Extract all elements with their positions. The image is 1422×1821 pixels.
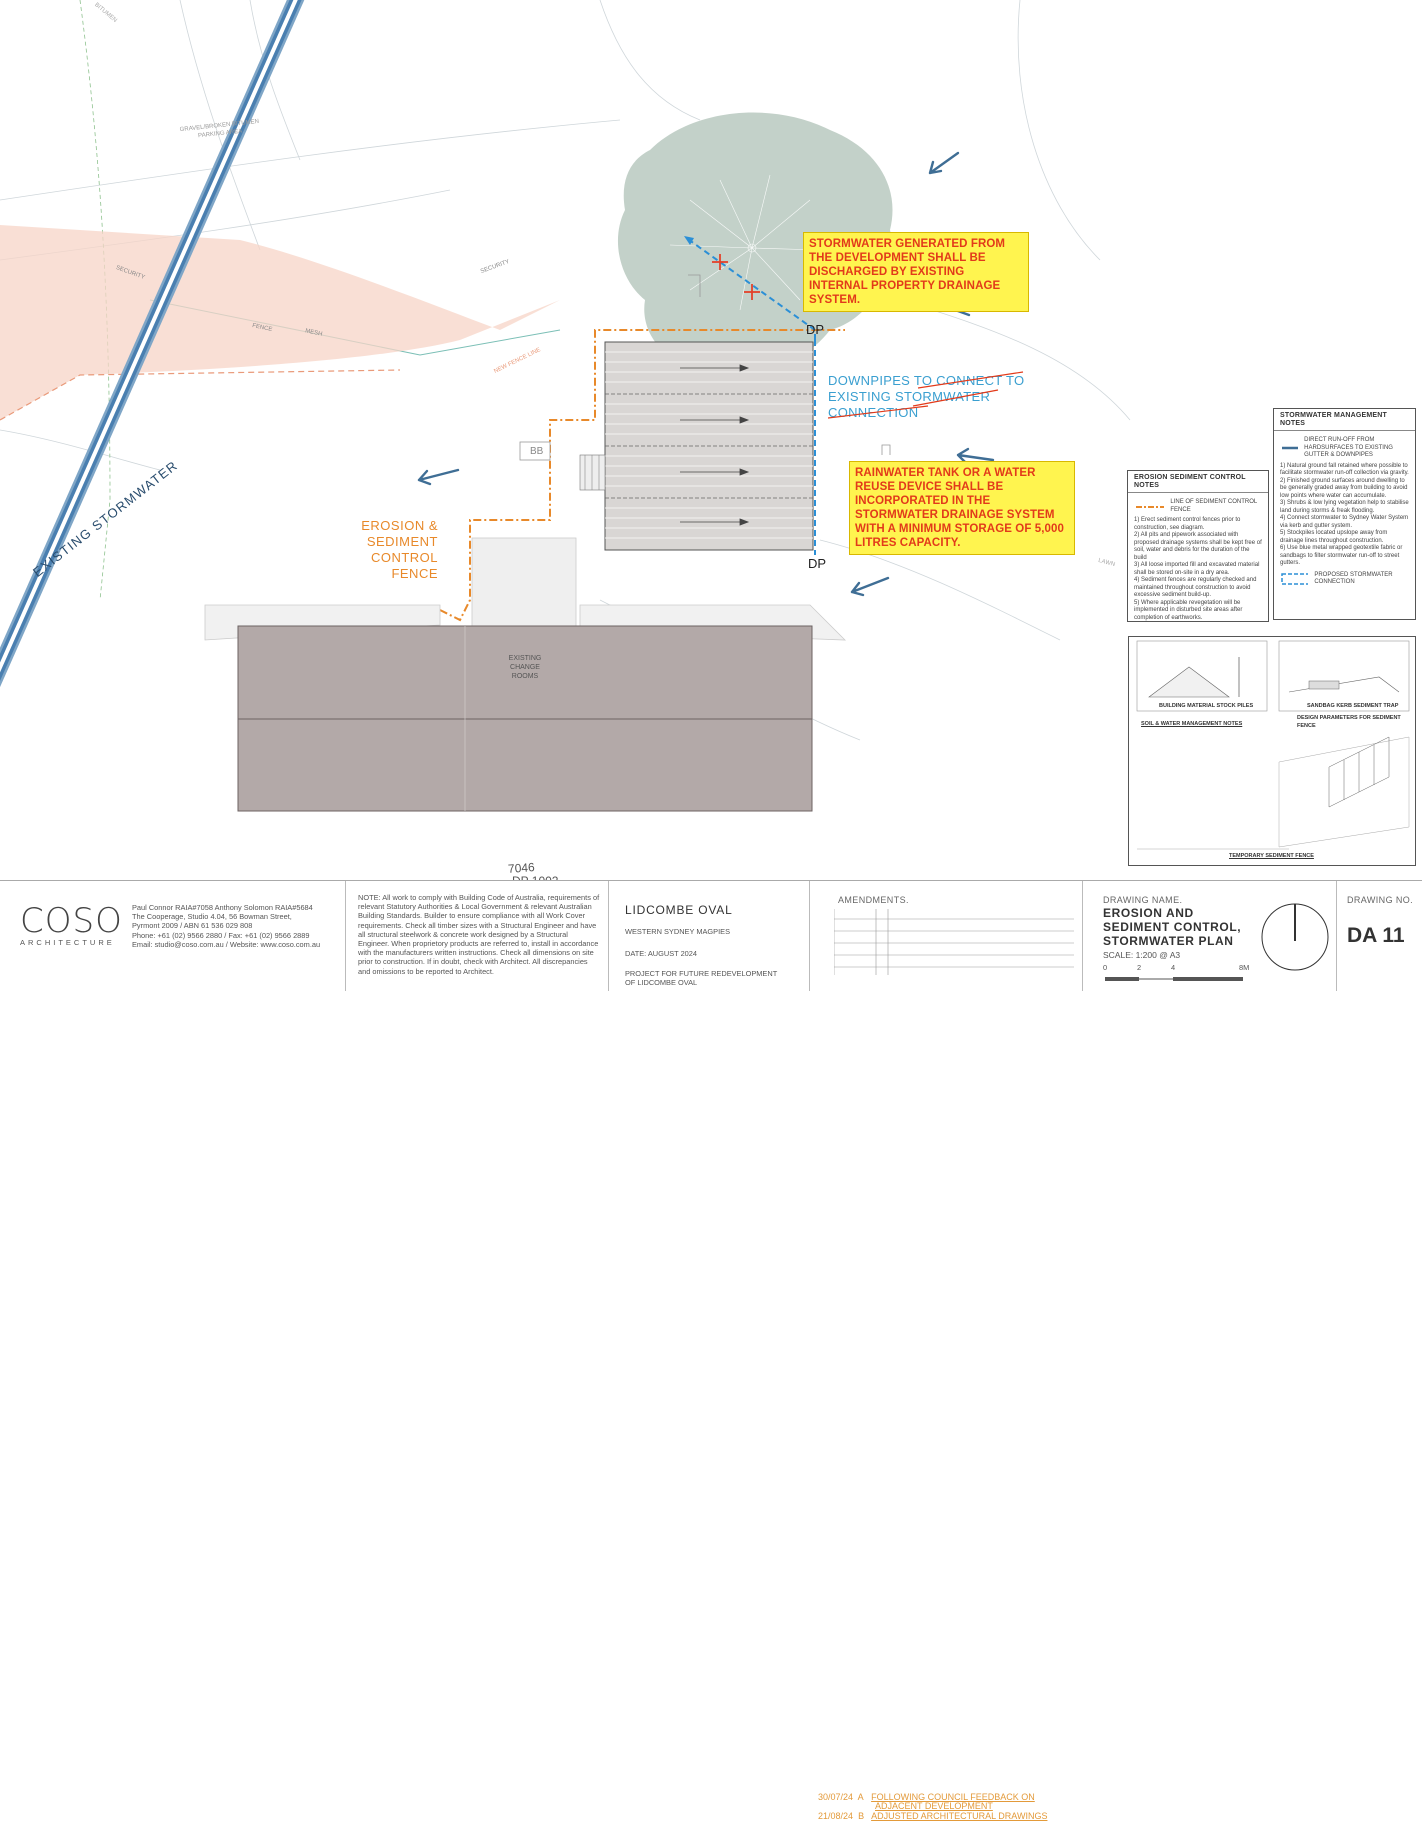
amendments-label: AMENDMENTS. bbox=[838, 895, 909, 905]
title-block-drawing-no: DRAWING NO. DA 11 bbox=[1337, 881, 1422, 991]
project-description: PROJECT FOR FUTURE REDEVELOPMENT OF LIDC… bbox=[625, 969, 778, 988]
general-note: NOTE: All work to comply with Building C… bbox=[358, 893, 600, 976]
scale-bar-labels: 0 2 4 8M bbox=[1103, 963, 1250, 972]
erosion-note-3: 3) All loose imported fill and excavated… bbox=[1134, 562, 1260, 576]
proposed-connection-legend-label: PROPOSED STORMWATER CONNECTION bbox=[1314, 571, 1393, 586]
coso-logo: COSO bbox=[20, 901, 123, 941]
title-block-amendments: AMENDMENTS. bbox=[810, 881, 1083, 991]
pipe-cross-marks bbox=[712, 254, 760, 300]
bin-enclosure bbox=[519, 441, 551, 461]
drawing-name-label: DRAWING NAME. bbox=[1103, 895, 1183, 905]
bin-label: BB bbox=[530, 446, 544, 457]
kerb-trap-label: SANDBAG KERB SEDIMENT TRAP bbox=[1307, 703, 1399, 709]
setback-zone bbox=[0, 225, 560, 420]
sediment-fence-legend-icon bbox=[1136, 505, 1165, 508]
stormwater-note-5: 5) Stockpiles located upslope away from … bbox=[1280, 530, 1388, 544]
erosion-note-5: 5) Where applicable revegetation will be… bbox=[1134, 599, 1243, 621]
sediment-details-panel: BUILDING MATERIAL STOCK PILES SANDBAG KE… bbox=[1128, 636, 1416, 866]
dp-number: DP 1002 bbox=[512, 874, 558, 880]
drawing-no-label: DRAWING NO. bbox=[1347, 895, 1414, 905]
callout-rainwater-tank: RAINWATER TANK OR A WATER REUSE DEVICE S… bbox=[849, 461, 1075, 555]
erosion-note-2: 2) All pits and pipework associated with… bbox=[1134, 532, 1262, 561]
callout-stormwater-discharge: STORMWATER GENERATED FROM THE DEVELOPMEN… bbox=[803, 232, 1029, 312]
downpipes-label: DOWNPIPES TO CONNECT TO EXISTING STORMWA… bbox=[828, 373, 1025, 420]
run-off-arrow-label: DIRECT RUN-OFF FROM HARDSURFACES TO EXIS… bbox=[1304, 437, 1393, 458]
erosion-notes-panel: EROSION SEDIMENT CONTROL NOTES LINE OF S… bbox=[1127, 470, 1269, 622]
stormwater-notes-panel: STORMWATER MANAGEMENT NOTES DIRECT RUN-O… bbox=[1273, 408, 1416, 620]
title-block-project: LIDCOMBE OVAL WESTERN SYDNEY MAGPIES DAT… bbox=[609, 881, 810, 991]
existing-stormwater-pipe bbox=[0, 0, 305, 688]
design-params-label: DESIGN PARAMETERS FOR SEDIMENT FENCE bbox=[1297, 715, 1401, 729]
title-block-drawing-name: DRAWING NAME. EROSION AND SEDIMENT CONTR… bbox=[1083, 881, 1337, 991]
boundary-line bbox=[79, 0, 111, 601]
erosion-fence-label: EROSION & SEDIMENT CONTROL FENCE bbox=[361, 518, 438, 581]
roof-fall-arrows bbox=[680, 364, 750, 526]
client-name: WESTERN SYDNEY MAGPIES bbox=[625, 927, 730, 936]
setback-boundary bbox=[0, 369, 401, 421]
stormwater-notes-title: STORMWATER MANAGEMENT NOTES bbox=[1274, 409, 1415, 431]
strikethrough-lines bbox=[828, 371, 1024, 419]
sediment-details-drawing bbox=[1136, 640, 1410, 850]
stormwater-note-2: 2) Finished ground surfaces around dwell… bbox=[1280, 477, 1408, 499]
north-arrow-icon bbox=[1261, 903, 1329, 971]
title-block-note: NOTE: All work to comply with Building C… bbox=[346, 881, 609, 991]
sediment-fence-legend-label: LINE OF SEDIMENT CONTROL FENCE bbox=[1170, 499, 1258, 513]
erosion-notes-title: EROSION SEDIMENT CONTROL NOTES bbox=[1128, 471, 1268, 493]
coso-logo-sub: ARCHITECTURE bbox=[20, 938, 115, 947]
proposed-stormwater-connection bbox=[684, 236, 816, 555]
stormwater-note-4: 4) Connect stormwater to Sydney Water Sy… bbox=[1280, 515, 1409, 529]
stormwater-note-6: 6) Use blue metal wrapped geotextile fab… bbox=[1280, 545, 1403, 566]
stormwater-note-3: 3) Shrubs & low lying vegetation help to… bbox=[1280, 500, 1409, 514]
scale-bar bbox=[1105, 977, 1243, 981]
amendments-grid bbox=[834, 909, 1074, 975]
title-block-office: COSO ARCHITECTURE Paul Connor RAIA#7058 … bbox=[0, 881, 346, 991]
drawing-scale: SCALE: 1:200 @ A3 bbox=[1103, 950, 1181, 960]
drawing-name: EROSION AND SEDIMENT CONTROL, STORMWATER… bbox=[1103, 906, 1242, 948]
soil-notes-title: SOIL & WATER MANAGEMENT NOTES bbox=[1141, 721, 1243, 727]
erosion-note-1: 1) Erect sediment control fences prior t… bbox=[1134, 517, 1241, 531]
project-title: LIDCOMBE OVAL bbox=[625, 903, 733, 917]
title-block: COSO ARCHITECTURE Paul Connor RAIA#7058 … bbox=[0, 880, 1422, 1821]
drawing-number: DA 11 bbox=[1347, 924, 1405, 947]
existing-marker bbox=[881, 444, 891, 455]
proposed-building-roof bbox=[579, 341, 814, 551]
downpipe-label-bottom: DP bbox=[808, 556, 827, 571]
project-date: DATE: AUGUST 2024 bbox=[625, 949, 698, 958]
temp-fence-label: TEMPORARY SEDIMENT FENCE bbox=[1229, 853, 1314, 859]
office-details: Paul Connor RAIA#7058 Anthony Solomon RA… bbox=[132, 903, 321, 949]
amendment-row-b: 21/08/24 B ADJUSTED ARCHITECTURAL DRAWIN… bbox=[818, 1811, 1048, 1821]
run-off-arrow-icon bbox=[1282, 447, 1299, 450]
proposed-connection-legend-icon bbox=[1281, 573, 1309, 585]
sediment-fence-line bbox=[439, 329, 845, 622]
downpipe-label-top: DP bbox=[806, 322, 825, 337]
amendment-row-a-cont: ADJACENT DEVELOPMENT bbox=[875, 1801, 993, 1811]
existing-pit bbox=[688, 274, 701, 297]
entry-structure bbox=[471, 537, 577, 629]
stormwater-note-1: 1) Natural ground fall retained where po… bbox=[1280, 462, 1409, 477]
existing-change-rooms bbox=[237, 625, 813, 812]
erosion-note-4: 4) Sediment fences are regularly checked… bbox=[1134, 577, 1257, 598]
change-rooms-label: EXISTING CHANGE ROOMS bbox=[508, 655, 542, 680]
stock-piles-label: BUILDING MATERIAL STOCK PILES bbox=[1159, 703, 1254, 709]
